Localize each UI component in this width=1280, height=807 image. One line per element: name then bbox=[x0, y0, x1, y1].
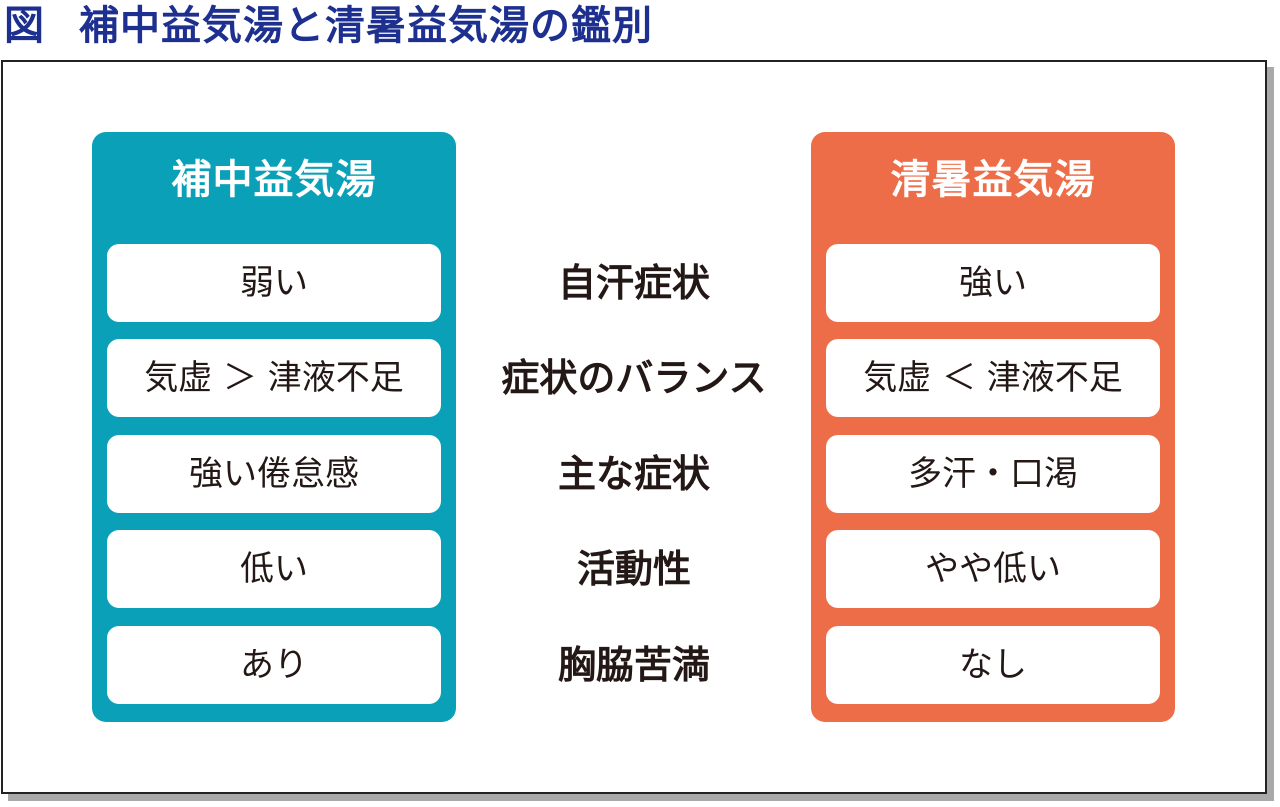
hochuekkito-balance: 気虚 ＞ 津液不足 bbox=[107, 339, 441, 417]
seishoekkito-main-symptom: 多汗・口渇 bbox=[826, 435, 1160, 513]
hochuekkito-main-symptom: 強い倦怠感 bbox=[107, 435, 441, 513]
seishoekkito-title: 清暑益気湯 bbox=[890, 157, 1096, 203]
hochuekkito-activity: 低い bbox=[107, 530, 441, 608]
criterion-sweating: 自汗症状 bbox=[557, 261, 710, 305]
seishoekkito-activity: やや低い bbox=[826, 530, 1160, 608]
seishoekkito-panel: 清暑益気湯 強い 気虚 ＜ 津液不足 多汗・口渇 やや低い なし bbox=[811, 132, 1175, 722]
criterion-balance: 症状のバランス bbox=[501, 356, 767, 400]
criterion-activity: 活動性 bbox=[576, 547, 691, 591]
hochuekkito-title: 補中益気湯 bbox=[171, 157, 377, 203]
hochuekkito-panel: 補中益気湯 弱い 気虚 ＞ 津液不足 強い倦怠感 低い あり bbox=[92, 132, 456, 722]
criterion-hypochondriac: 胸脇苦満 bbox=[557, 643, 710, 687]
diagram-frame: 補中益気湯 弱い 気虚 ＞ 津液不足 強い倦怠感 低い あり 自汗症状 症状のバ… bbox=[1, 60, 1267, 794]
seishoekkito-sweating: 強い bbox=[826, 244, 1160, 322]
seishoekkito-balance: 気虚 ＜ 津液不足 bbox=[826, 339, 1160, 417]
hochuekkito-hypochondriac: あり bbox=[107, 626, 441, 704]
figure-title-text: 補中益気湯と清暑益気湯の鑑別 bbox=[79, 3, 653, 49]
criterion-main-symptom: 主な症状 bbox=[557, 452, 710, 496]
figure-label: 図 bbox=[4, 3, 45, 49]
seishoekkito-hypochondriac: なし bbox=[826, 626, 1160, 704]
figure-title: 図補中益気湯と清暑益気湯の鑑別 bbox=[4, 0, 653, 52]
hochuekkito-sweating: 弱い bbox=[107, 244, 441, 322]
